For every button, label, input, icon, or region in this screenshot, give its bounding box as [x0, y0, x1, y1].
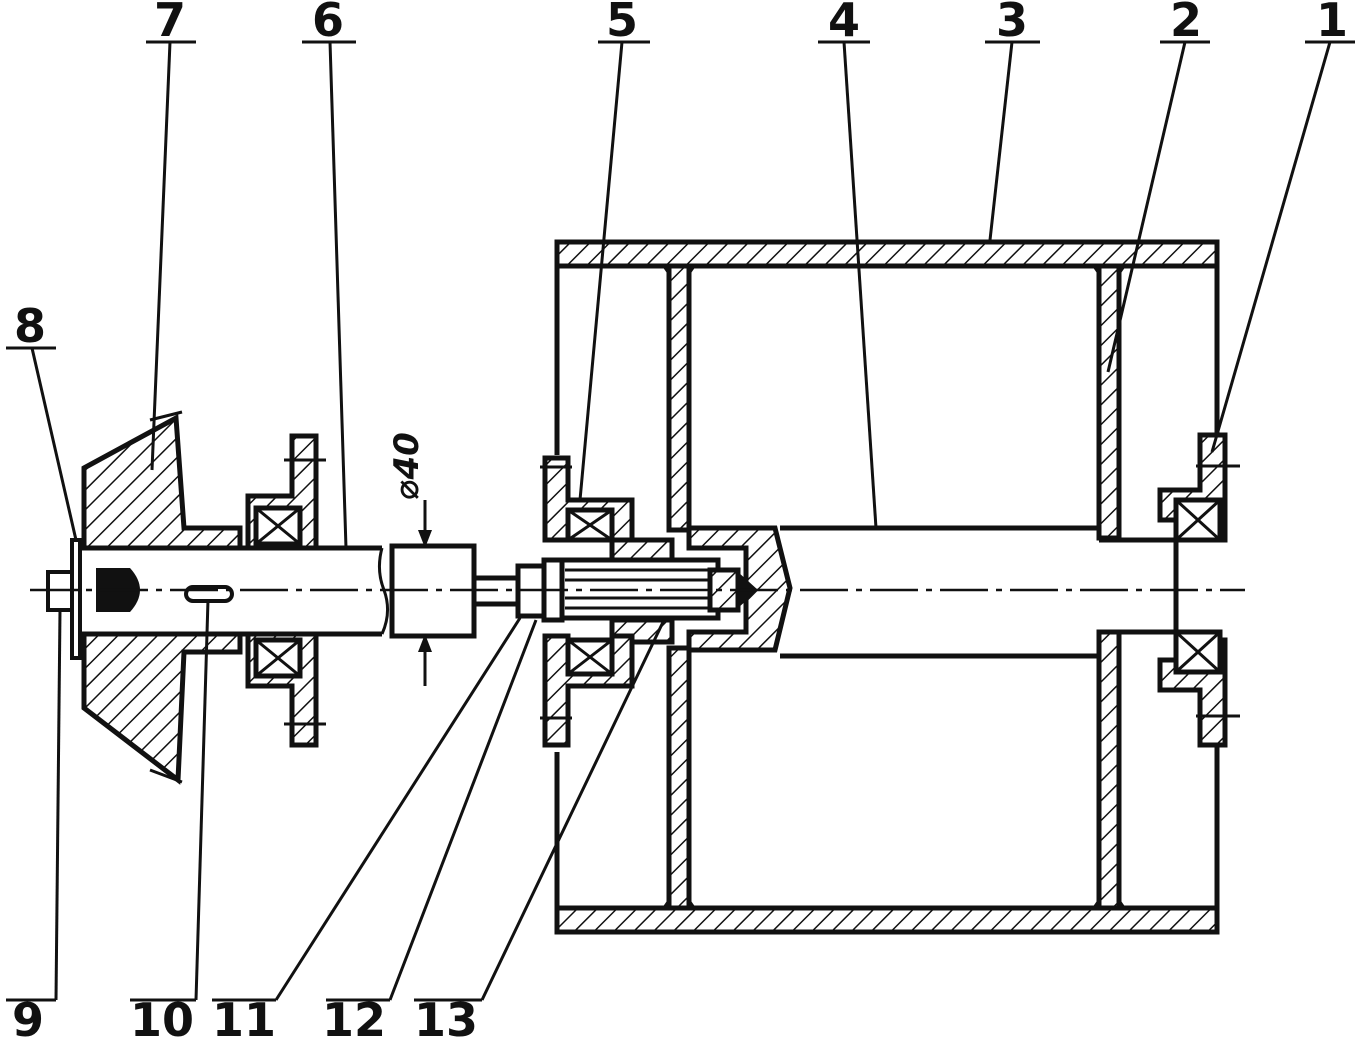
shaft-bearing-housing — [245, 433, 326, 748]
drum-left-disc — [662, 263, 696, 911]
drum-left-bearing-housing — [540, 455, 635, 748]
drum-axle — [780, 525, 1176, 659]
callout-leaders — [6, 40, 1355, 1002]
diameter-dimension: ⌀40 — [387, 432, 432, 686]
callout-7: 7 — [154, 0, 186, 47]
callout-1: 1 — [1316, 0, 1348, 47]
callout-12: 12 — [322, 993, 386, 1046]
drum-right-bearing-housing — [1157, 432, 1240, 748]
diameter-label: ⌀40 — [387, 432, 427, 500]
callout-9: 9 — [12, 993, 44, 1046]
pulley — [81, 410, 243, 785]
callout-10: 10 — [130, 993, 194, 1046]
callout-11: 11 — [212, 993, 276, 1046]
drum-right-disc — [1092, 263, 1126, 911]
callout-4: 4 — [828, 0, 860, 47]
callout-3: 3 — [996, 0, 1028, 47]
callout-2: 2 — [1170, 0, 1202, 47]
end-washer-and-nut — [46, 538, 82, 660]
callout-8: 8 — [14, 299, 46, 353]
callout-6: 6 — [312, 0, 344, 47]
threaded-rod — [555, 557, 758, 621]
callout-13: 13 — [414, 993, 478, 1046]
callout-numbers: 1 2 3 4 5 6 7 8 9 10 11 12 13 — [12, 0, 1348, 1046]
callout-5: 5 — [606, 0, 638, 47]
